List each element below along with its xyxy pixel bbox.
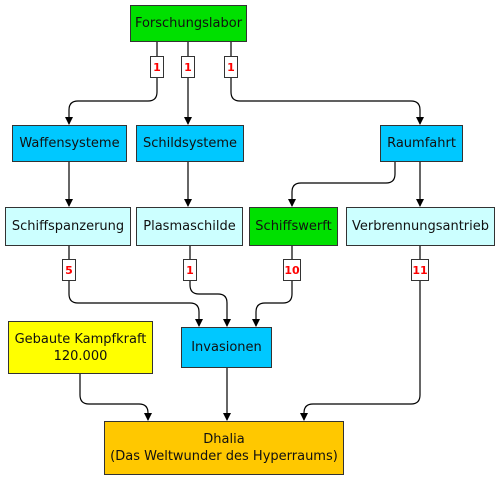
edge-schiffswerft-invasionen [252, 246, 293, 327]
level-badge: 10 [283, 259, 301, 281]
node-schildsysteme: Schildsysteme [136, 125, 244, 162]
node-label: Waffensysteme [19, 136, 120, 151]
edge-verbrennungsantrieb-dhalia [300, 246, 421, 421]
level-value: 1 [184, 60, 192, 74]
edge-schiffspanzerung-invasionen [68, 246, 203, 327]
kampfkraft-label: Gebaute Kampfkraft [14, 331, 147, 347]
edge-lab-waffensysteme [65, 42, 158, 125]
node-gebaute-kampfkraft: Gebaute Kampfkraft 120.000 [8, 321, 153, 374]
kampfkraft-value: 120.000 [53, 348, 108, 364]
level-badge: 1 [224, 56, 238, 78]
level-value: 1 [227, 60, 235, 74]
level-value: 1 [153, 60, 161, 74]
level-value: 1 [186, 263, 194, 277]
dhalia-title: Dhalia [203, 432, 245, 447]
node-label: Invasionen [191, 340, 262, 355]
level-badge: 11 [411, 259, 429, 281]
node-label: Plasmaschilde [143, 219, 236, 234]
level-value: 5 [65, 263, 73, 277]
node-label: Verbrennungsantrieb [351, 219, 490, 234]
level-badge: 1 [181, 56, 195, 78]
node-forschungslabor: Forschungslabor [130, 5, 247, 42]
level-badge: 1 [150, 56, 164, 78]
level-badge: 1 [183, 259, 197, 281]
node-schiffspanzerung: Schiffspanzerung [5, 207, 131, 246]
node-schiffswerft: Schiffswerft [249, 207, 338, 246]
node-plasmaschilde: Plasmaschilde [136, 207, 243, 246]
node-label: Forschungslabor [134, 16, 243, 31]
node-label: Schiffspanzerung [11, 219, 125, 234]
edge-raumfahrt-schiffswerft [288, 162, 396, 207]
edge-lab-raumfahrt [230, 42, 424, 125]
node-label: Schildsysteme [142, 136, 238, 151]
node-verbrennungsantrieb: Verbrennungsantrieb [346, 207, 495, 246]
node-invasionen: Invasionen [181, 327, 272, 368]
dhalia-subtitle: (Das Weltwunder des Hyperraums) [110, 449, 338, 464]
level-value: 10 [284, 263, 300, 277]
node-label: Schiffswerft [255, 219, 332, 234]
level-badge: 5 [62, 259, 76, 281]
edge-plasmaschilde-invasionen [189, 246, 231, 327]
node-label: Raumfahrt [387, 136, 456, 151]
level-value: 11 [412, 263, 428, 277]
edge-kampfkraft-dhalia [79, 374, 152, 421]
node-raumfahrt: Raumfahrt [380, 125, 463, 162]
node-dhalia: Dhalia (Das Weltwunder des Hyperraums) [104, 421, 344, 475]
node-waffensysteme: Waffensysteme [12, 125, 127, 162]
